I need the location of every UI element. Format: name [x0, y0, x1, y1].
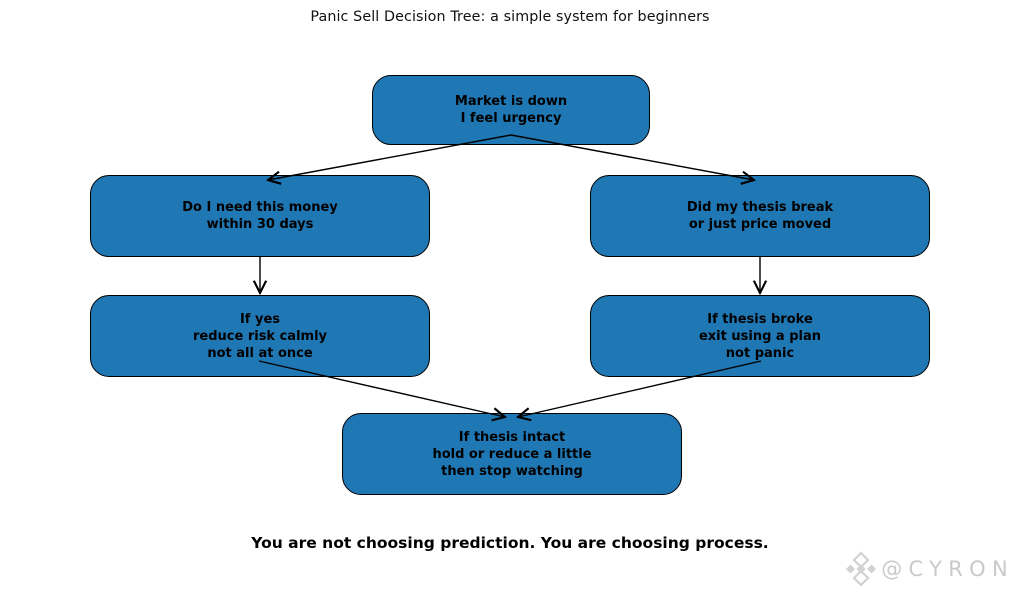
node-thesis-broke-exit-plan: If thesis broke exit using a plan not pa…: [590, 295, 930, 377]
node-line: Market is down: [454, 94, 568, 109]
node-need-money: Do I need this money within 30 days: [90, 175, 430, 257]
node-thesis-break: Did my thesis break or just price moved: [590, 175, 930, 257]
watermark: @CYRON: [845, 551, 1014, 587]
node-thesis-intact-hold: If thesis intact hold or reduce a little…: [342, 413, 682, 495]
node-line: not panic: [725, 345, 795, 361]
node-line: Do I need this money: [182, 200, 338, 215]
node-line: If thesis intact: [458, 429, 566, 445]
node-line: then stop watching: [441, 463, 583, 479]
watermark-handle: @CYRON: [881, 557, 1014, 581]
node-line: exit using a plan: [698, 328, 822, 344]
diamond-logo-icon: [846, 551, 877, 587]
node-line: Did my thesis break: [686, 200, 834, 215]
node-line: hold or reduce a little: [432, 446, 592, 462]
node-line: I feel urgency: [460, 111, 562, 126]
node-line: If yes: [239, 311, 281, 327]
node-line: within 30 days: [206, 217, 314, 232]
footer-caption: You are not choosing prediction. You are…: [251, 534, 769, 552]
node-line: reduce risk calmly: [192, 328, 328, 344]
node-line: or just price moved: [688, 217, 832, 232]
node-line: If thesis broke: [707, 311, 813, 327]
diagram-title: Panic Sell Decision Tree: a simple syste…: [310, 9, 710, 25]
node-market-is-down: Market is down I feel urgency: [372, 75, 650, 145]
node-line: not all at once: [207, 345, 313, 361]
node-if-yes-reduce-risk: If yes reduce risk calmly not all at onc…: [90, 295, 430, 377]
